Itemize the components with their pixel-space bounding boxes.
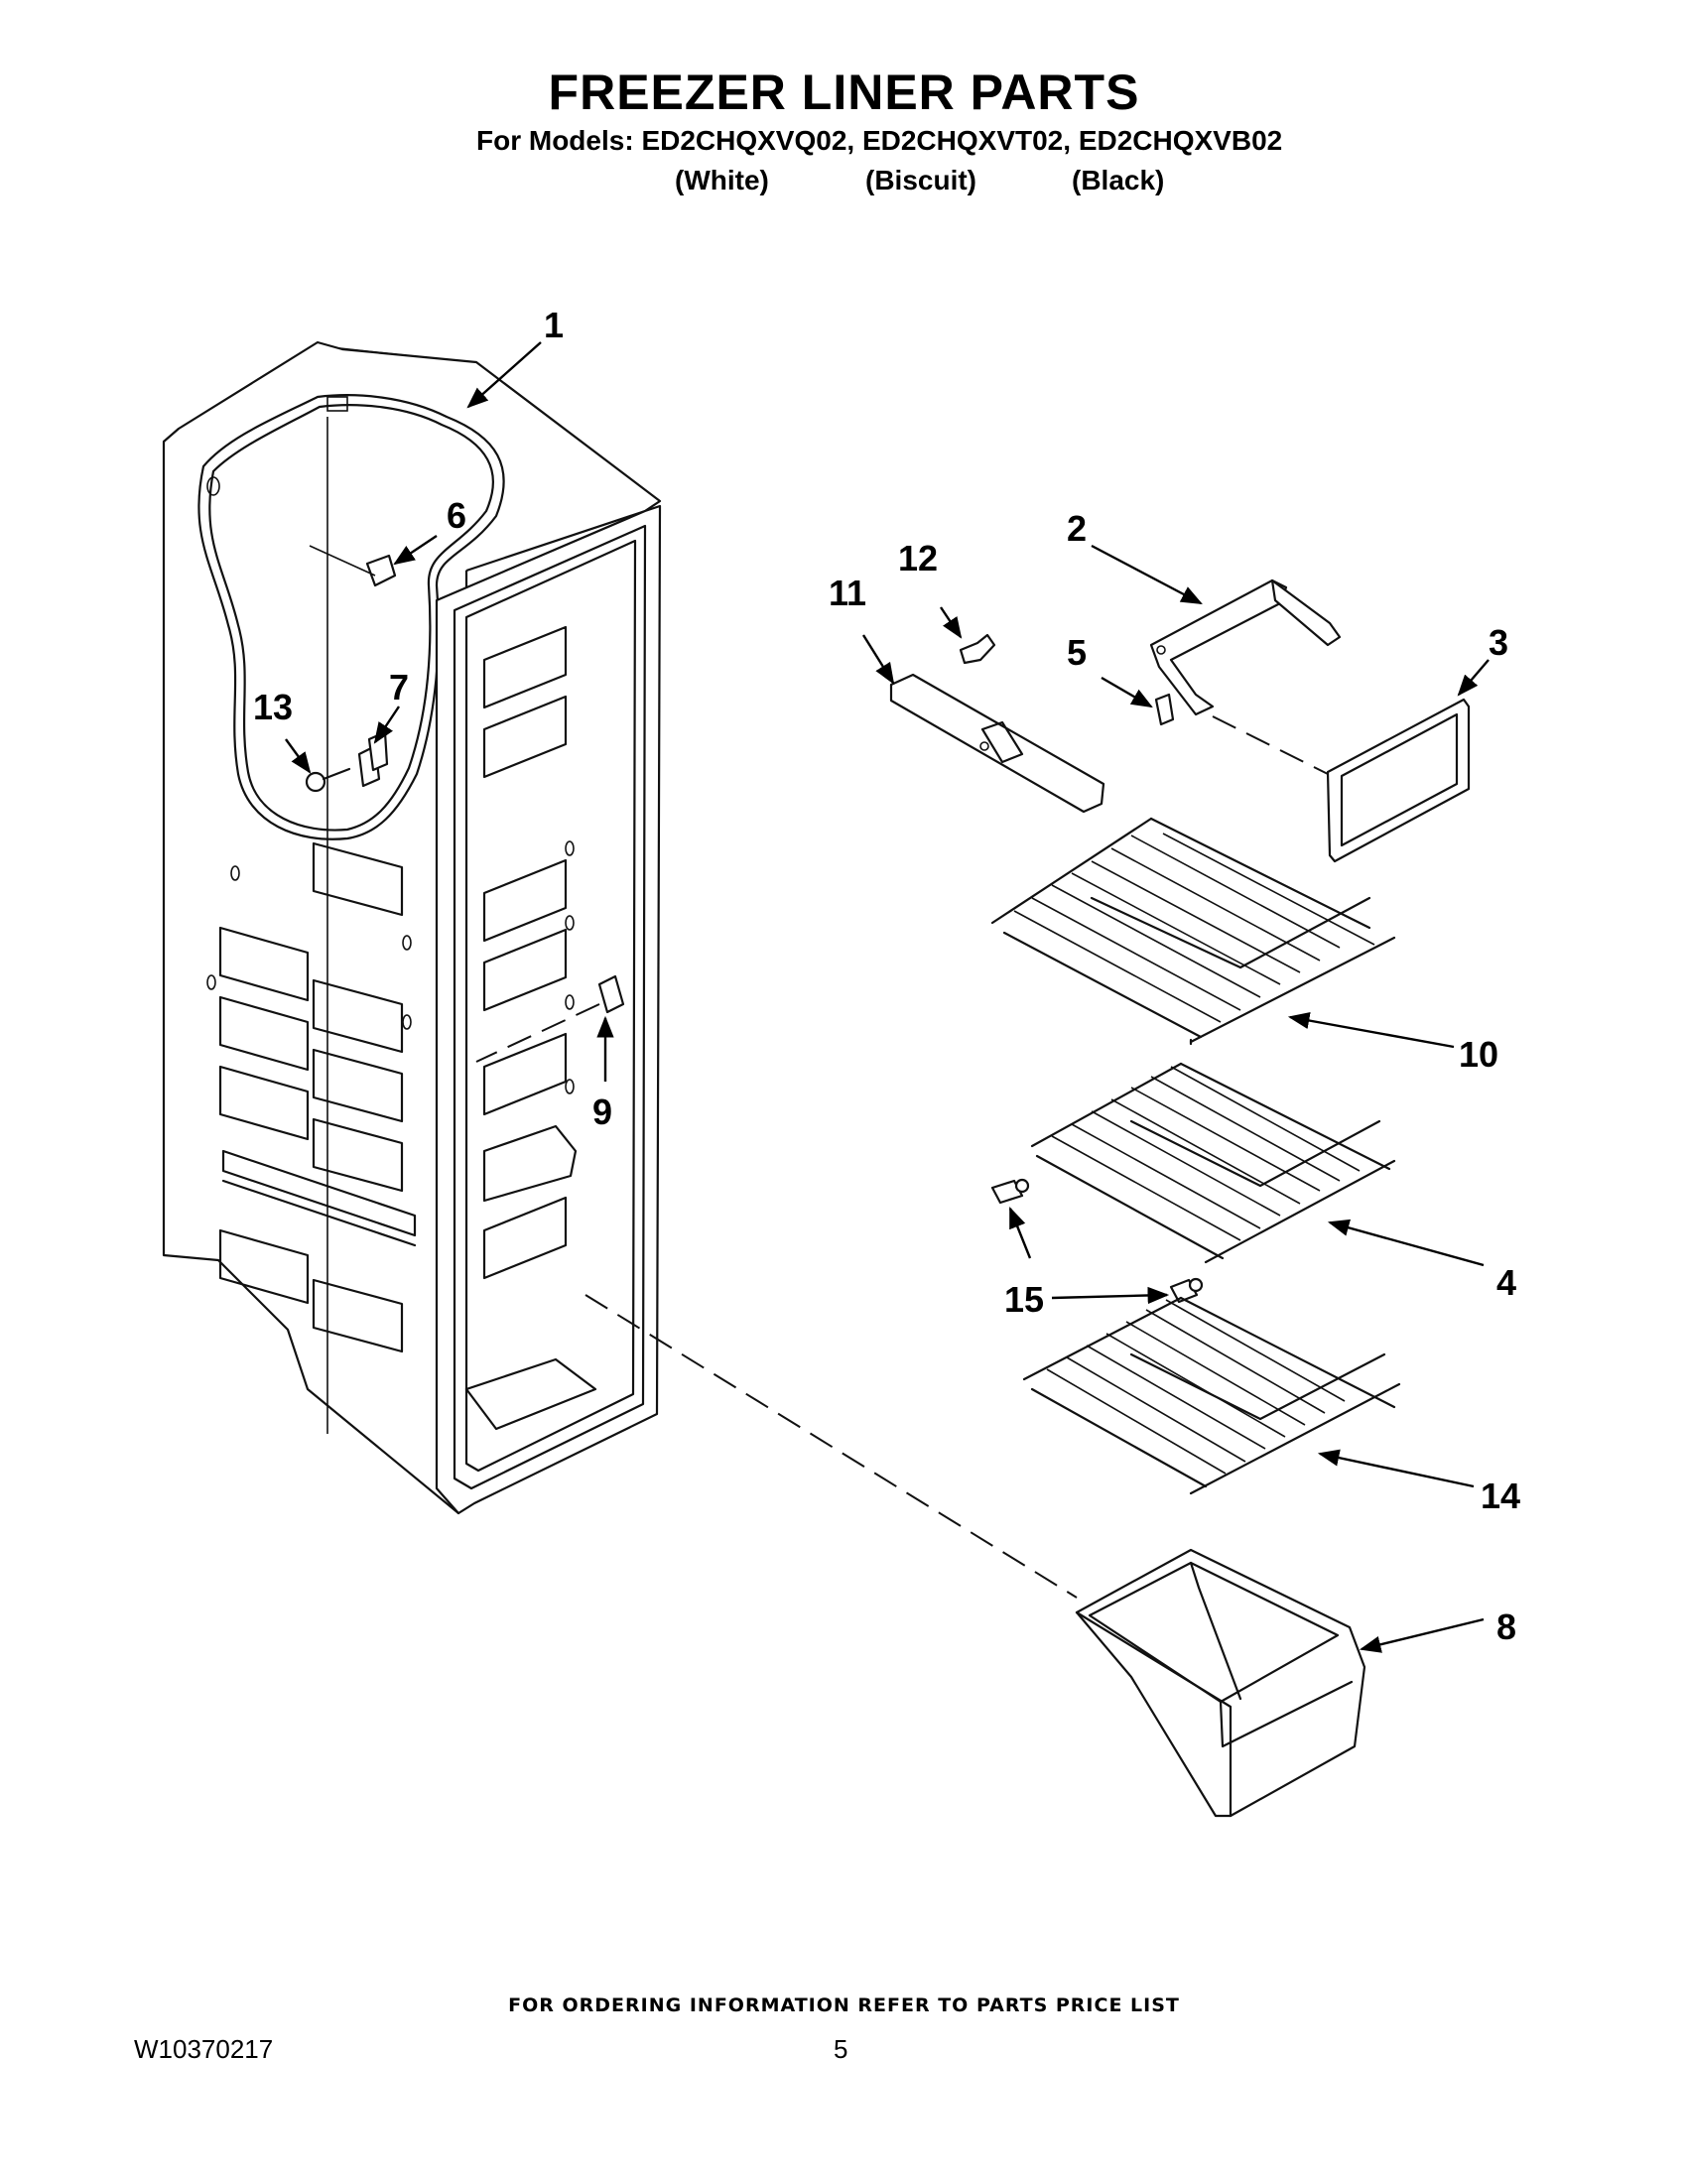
color-biscuit: (Biscuit) <box>865 165 976 195</box>
callout-arrows <box>285 341 1490 1653</box>
shelf-bracket-part-2 <box>1149 578 1342 716</box>
wire-shelf-part-14 <box>1022 1296 1401 1495</box>
clip-part-9 <box>475 974 625 1063</box>
models-line: For Models: ED2CHQXVQ02, ED2CHQXVT02, ED… <box>476 125 1283 156</box>
shelf-trim-part-3 <box>1326 698 1471 863</box>
ordering-note: FOR ORDERING INFORMATION REFER TO PARTS … <box>508 1994 1180 2016</box>
wire-shelf-part-4 <box>1030 1062 1396 1264</box>
callout-10: 10 <box>1459 1034 1498 1075</box>
callout-7: 7 <box>389 667 409 707</box>
bin-part-8 <box>1075 1548 1366 1818</box>
callout-4: 4 <box>1496 1262 1516 1303</box>
callout-15: 15 <box>1004 1279 1044 1320</box>
assembly-line-2-3 <box>1212 715 1329 775</box>
callout-6: 6 <box>447 495 466 536</box>
color-white: (White) <box>675 165 769 195</box>
callout-5: 5 <box>1067 632 1087 673</box>
callout-11: 11 <box>829 573 866 613</box>
clip-part-6 <box>309 545 397 587</box>
wire-shelf-part-10 <box>990 817 1396 1046</box>
callout-8: 8 <box>1496 1606 1516 1647</box>
roller-part-15 <box>990 1178 1204 1304</box>
screw-part-5 <box>1154 693 1175 726</box>
callout-12: 12 <box>898 538 938 578</box>
page-number: 5 <box>834 2034 848 2064</box>
freezer-liner-part <box>162 340 662 1515</box>
page-title: FREEZER LINER PARTS <box>548 64 1140 120</box>
callout-3: 3 <box>1489 622 1508 663</box>
shelf-track-part-11 <box>889 673 1105 814</box>
document-number: W10370217 <box>134 2034 274 2064</box>
screw-part-13 <box>305 767 351 793</box>
screw-part-12 <box>959 633 996 665</box>
callout-9: 9 <box>592 1092 612 1132</box>
callout-13: 13 <box>253 687 293 727</box>
callout-14: 14 <box>1481 1476 1520 1516</box>
assembly-line-bin <box>584 1294 1078 1599</box>
callout-2: 2 <box>1067 508 1087 549</box>
color-black: (Black) <box>1072 165 1165 195</box>
callout-1: 1 <box>544 305 564 345</box>
